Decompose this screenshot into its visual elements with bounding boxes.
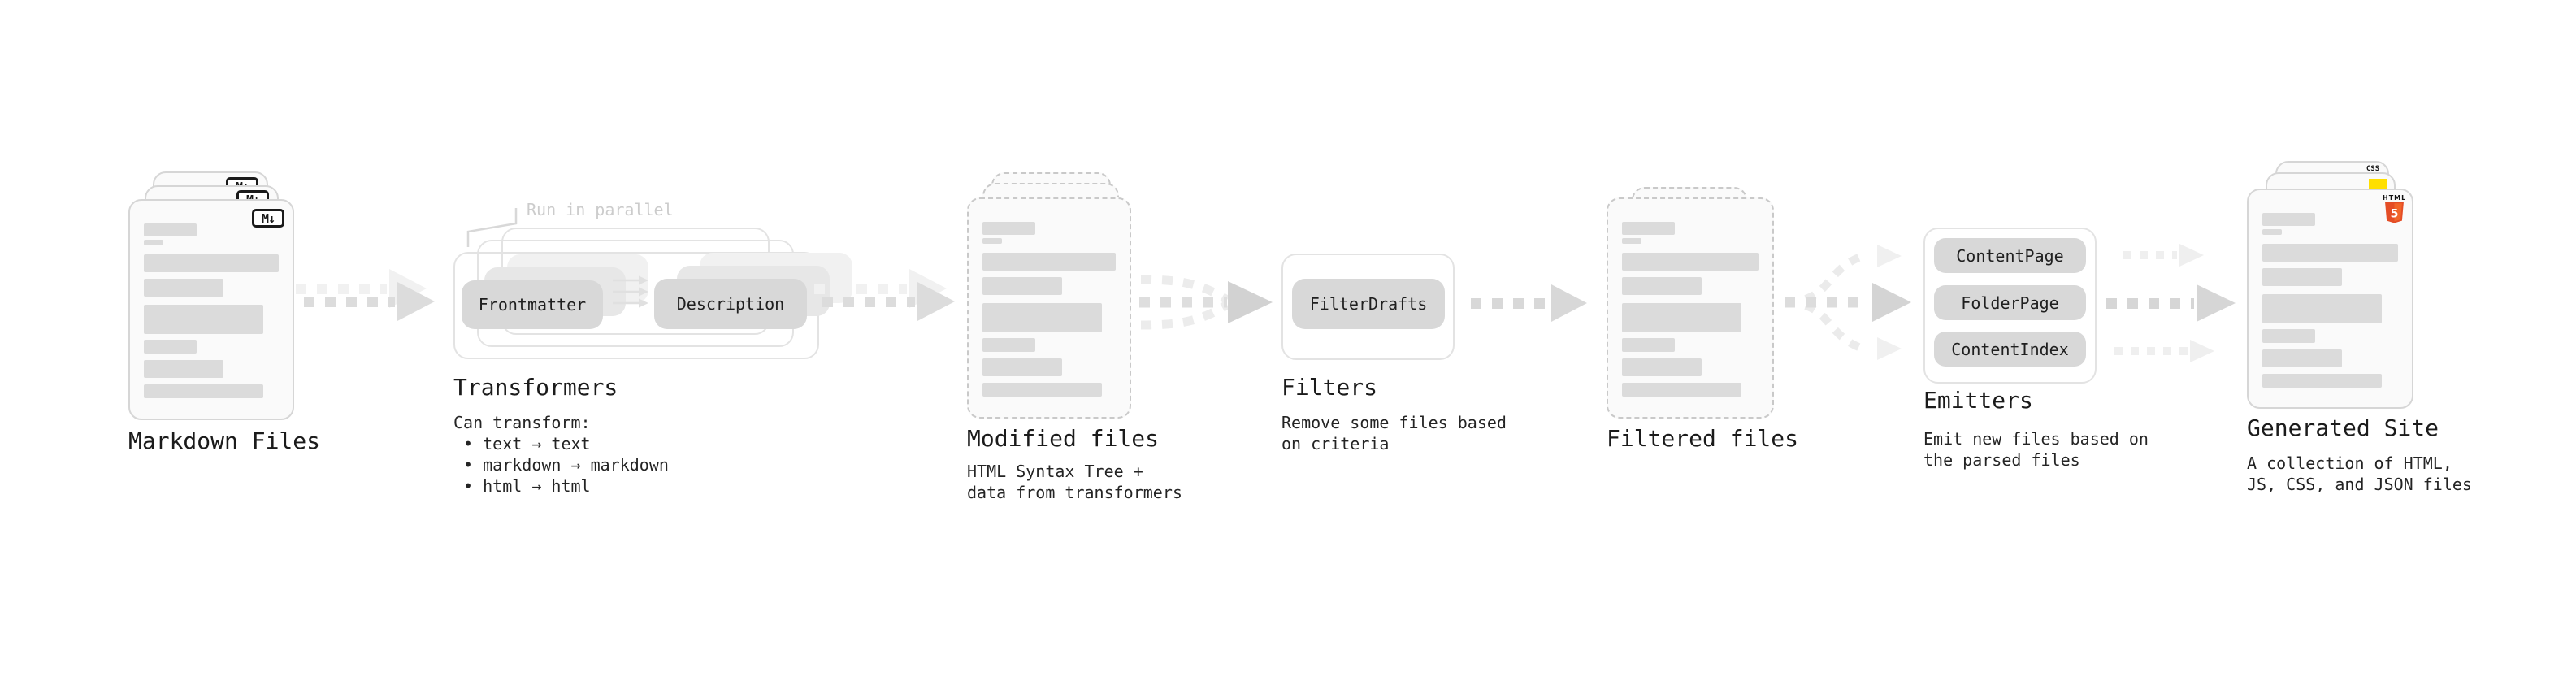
doc-text-bar <box>144 240 163 245</box>
doc-text-bar <box>2262 268 2342 286</box>
doc-text-bar <box>2262 329 2315 343</box>
transformers-title: Transformers <box>453 374 618 401</box>
doc-text-bar <box>982 222 1035 235</box>
doc-text-bar <box>144 360 223 378</box>
doc-text-bar <box>144 384 263 398</box>
run-in-parallel-connector <box>466 208 518 247</box>
emitter-contentindex: ContentIndex <box>1934 332 2086 367</box>
emitter-folderpage: FolderPage <box>1934 285 2086 320</box>
filters-title: Filters <box>1281 374 1378 401</box>
emitters-description: Emit new files based on the parsed files <box>1923 429 2149 470</box>
doc-text-bar <box>1622 303 1741 332</box>
html5-shield: 5 <box>2384 202 2404 223</box>
doc-text-bar <box>1622 338 1675 352</box>
doc-text-bar <box>1622 277 1702 295</box>
doc-text-bar <box>2262 374 2382 388</box>
filters-description: Remove some files based on criteria <box>1281 413 1507 453</box>
doc-text-bar <box>2262 244 2398 262</box>
doc-text-bar <box>2262 349 2342 367</box>
doc-text-bar <box>1622 238 1641 244</box>
transformer-description: Description <box>654 279 807 329</box>
generated-site-title: Generated Site <box>2247 414 2439 441</box>
markdown-file-front: M↓ <box>128 199 294 420</box>
arrow-transformers-to-modified <box>822 282 955 321</box>
doc-text-bar <box>144 340 197 354</box>
emitters-frame <box>1923 228 2097 384</box>
doc-text-bar <box>1622 358 1702 376</box>
run-in-parallel-note: Run in parallel <box>527 200 674 219</box>
doc-text-bar <box>1622 222 1675 235</box>
doc-text-bar <box>982 358 1062 376</box>
doc-text-bar <box>2262 229 2282 235</box>
generated-site-description: A collection of HTML, JS, CSS, and JSON … <box>2247 453 2472 494</box>
js-badge <box>2369 179 2387 189</box>
arrow-emitters-middle <box>2106 284 2236 322</box>
doc-text-bars <box>982 222 1116 397</box>
doc-text-bar <box>982 383 1102 397</box>
modified-files-description: HTML Syntax Tree + data from transformer… <box>967 462 1182 502</box>
filters-frame <box>1281 254 1455 360</box>
filtered-file-front <box>1607 197 1774 419</box>
transformers-description: Can transform: • text → text • markdown … <box>453 413 669 496</box>
doc-text-bar <box>144 279 223 297</box>
emitters-title: Emitters <box>1923 387 2033 414</box>
doc-text-bar <box>144 223 197 236</box>
css-badge-label: CSS <box>2366 165 2380 173</box>
filtered-files-title: Filtered files <box>1607 425 1799 452</box>
emitter-contentpage: ContentPage <box>1934 238 2086 273</box>
transformer-frontmatter: Frontmatter <box>462 280 603 329</box>
markdown-icon: M↓ <box>252 209 284 228</box>
arrow-markdown-to-transformers <box>304 282 435 321</box>
generated-site-stack: CSS HTML 5 <box>2247 161 2419 410</box>
filtered-file-stack <box>1607 187 1779 419</box>
doc-text-bar <box>982 338 1035 352</box>
doc-text-bars <box>144 223 279 398</box>
arrow-modified-to-filters-merge <box>1139 275 1273 330</box>
html5-word: HTML <box>2383 194 2407 202</box>
markdown-file-stack: M↓ M↓ M↓ <box>128 171 299 420</box>
modified-file-front <box>967 197 1131 419</box>
doc-text-bar <box>2262 213 2315 226</box>
doc-text-bar <box>982 303 1102 332</box>
modified-file-stack <box>967 172 1138 419</box>
doc-text-bar <box>144 254 279 272</box>
doc-text-bar <box>982 277 1062 295</box>
doc-text-bar <box>982 238 1002 244</box>
filter-filterdrafts: FilterDrafts <box>1292 279 1445 329</box>
html5-icon: HTML 5 <box>2383 194 2405 229</box>
doc-text-bar <box>1622 383 1741 397</box>
doc-text-bars <box>2262 213 2398 388</box>
doc-text-bar <box>2262 294 2382 323</box>
doc-text-bar <box>982 253 1116 271</box>
arrow-emitters-top <box>2123 244 2204 267</box>
generated-html-file: HTML 5 <box>2247 189 2413 409</box>
doc-text-bar <box>1622 253 1759 271</box>
arrow-filtered-to-emitters-split <box>1785 245 1911 360</box>
doc-text-bar <box>144 305 263 334</box>
arrow-filters-to-filtered <box>1471 284 1587 322</box>
doc-text-bars <box>1622 222 1759 397</box>
arrow-emitters-bottom <box>2114 340 2214 362</box>
modified-files-title: Modified files <box>967 425 1160 452</box>
markdown-files-title: Markdown Files <box>128 427 321 454</box>
svg-text:5: 5 <box>2390 208 2398 221</box>
parallel-arrows-icon <box>613 275 648 308</box>
